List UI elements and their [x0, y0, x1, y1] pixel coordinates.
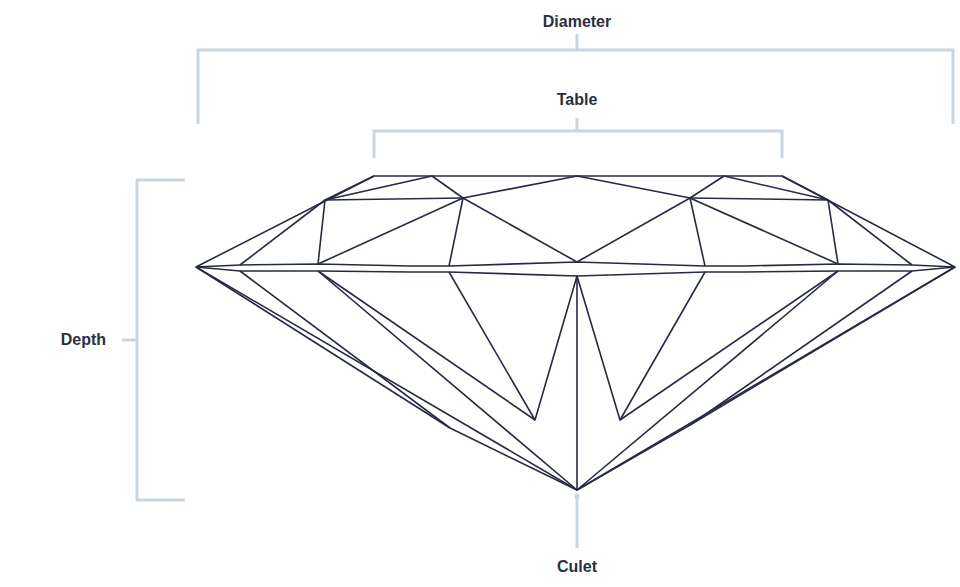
pavilion-facet	[318, 271, 838, 490]
depth-bracket	[122, 180, 185, 500]
culet-dot	[575, 494, 580, 499]
pavilion-facet	[577, 271, 912, 490]
label-anchor: Culet	[557, 557, 597, 576]
label-anchor: Diameter	[543, 12, 611, 31]
crown-facet	[690, 198, 705, 266]
pavilion-facet	[690, 267, 955, 425]
pavilion-facet	[240, 271, 577, 490]
crown-facet	[325, 198, 463, 200]
diamond-outline	[196, 176, 955, 490]
crown-facet	[325, 176, 828, 200]
diamond-drawing	[196, 176, 955, 490]
crown-facet	[318, 198, 463, 264]
dimension-label: Diameter	[543, 13, 611, 30]
crown-facet	[828, 200, 838, 264]
label-anchor: Table	[557, 90, 598, 109]
dimension-label: Depth	[61, 331, 106, 348]
pavilion-facet	[576, 276, 578, 490]
pavilion-facet	[318, 271, 838, 420]
crown-facet	[690, 198, 828, 200]
girdle-top	[196, 262, 955, 267]
table-bracket	[374, 118, 782, 158]
dimension-brackets	[122, 34, 953, 548]
girdle-bottom	[196, 267, 955, 276]
diameter-bracket	[198, 34, 953, 124]
crown-facet	[463, 198, 690, 262]
crown-facet	[449, 198, 463, 266]
pavilion-facet	[196, 267, 450, 428]
culet-pointer	[576, 498, 579, 548]
label-anchor: Depth	[61, 330, 106, 349]
pavilion-facet	[620, 272, 705, 420]
dimension-label: Culet	[557, 558, 597, 575]
pavilion-facet	[449, 272, 535, 420]
crown-facet	[828, 200, 912, 265]
crown-facet	[690, 198, 838, 264]
crown-facet	[240, 200, 325, 265]
dimension-label: Table	[557, 91, 598, 108]
